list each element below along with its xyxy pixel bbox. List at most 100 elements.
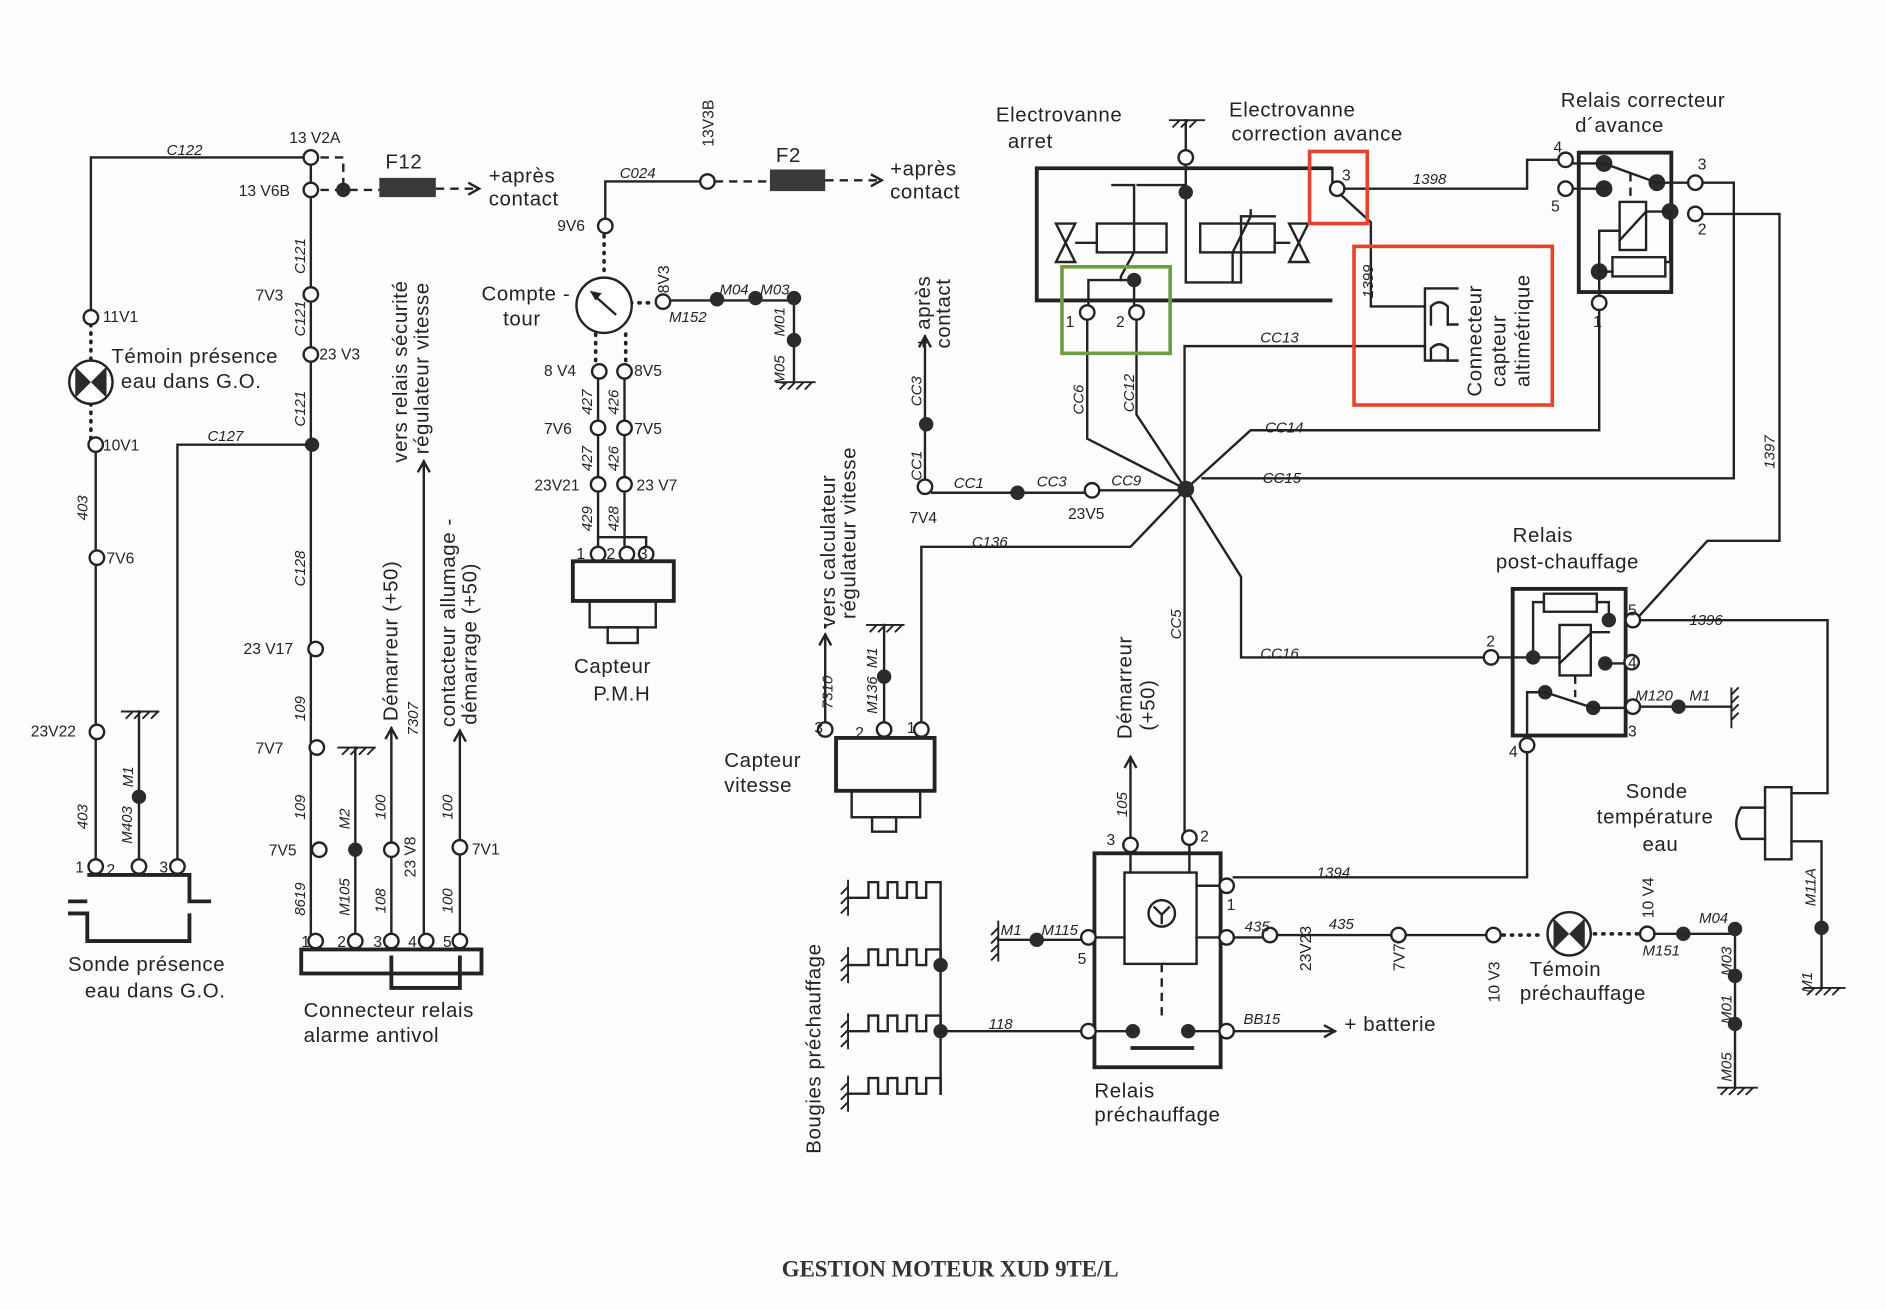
- after-ignition-label: contact: [933, 278, 955, 348]
- pin-number: 3: [639, 546, 648, 563]
- pin-number: 2: [107, 862, 116, 879]
- connector-label: 7V5: [269, 843, 297, 860]
- pin-number: 2: [1486, 634, 1495, 651]
- wire-label: C024: [620, 165, 656, 182]
- pin-number: 1: [75, 860, 84, 877]
- pin-number: 1: [1066, 314, 1075, 331]
- connector-label: 10 V3: [1486, 962, 1503, 1003]
- solenoid-valves-block: [1034, 118, 1346, 321]
- tdc-sensor-label: P.M.H: [593, 684, 650, 706]
- preheating-relay: [840, 757, 1758, 1112]
- wire-label: 8619: [292, 882, 309, 916]
- coolant-sensor-label: eau: [1642, 834, 1678, 856]
- highlight-pin3-electrovanne: [1307, 149, 1370, 226]
- connector-label: 23 V7: [637, 477, 678, 494]
- wire-label: 427: [579, 389, 596, 415]
- wire-label: M403: [119, 805, 136, 843]
- wire-label: CC16: [1260, 646, 1299, 663]
- pin-number: 5: [1078, 951, 1087, 968]
- to-safety-relay-label: vers relais sécurité: [390, 280, 412, 462]
- wire-label: M115: [1042, 922, 1079, 939]
- advance-relay-label: Relais correcteur: [1561, 90, 1726, 112]
- wire-label: CC3: [908, 376, 925, 407]
- wire-label: 7307: [405, 701, 422, 735]
- preheat-relay-label: préchauffage: [1094, 1104, 1220, 1126]
- wire-label: 1397: [1762, 435, 1779, 469]
- wire-label: CC15: [1263, 470, 1302, 487]
- water-warning-lamp-icon: [68, 359, 114, 406]
- pin-number: 2: [606, 546, 615, 563]
- coolant-sensor-label: Sonde: [1626, 781, 1688, 803]
- pin-number: 5: [443, 934, 452, 951]
- wire-label: M152: [669, 309, 707, 326]
- fuse-f12-label: F12: [385, 151, 422, 173]
- pin-number: 2: [1200, 828, 1209, 845]
- fuse-f2: [769, 169, 826, 192]
- connector-label: 9V6: [557, 218, 585, 235]
- post-heating-relay: [1232, 586, 1846, 996]
- connector-label: 13 V6B: [239, 183, 290, 200]
- connector-label: 8V3: [656, 265, 673, 293]
- connector-label: 7V4: [909, 510, 937, 527]
- connector-label: 23 V8: [402, 837, 419, 878]
- speed-sensor: [816, 623, 937, 833]
- wire-label: 428: [606, 506, 623, 532]
- post-heating-relay-label: post-chauffage: [1496, 551, 1639, 573]
- tachometer-circuit: [570, 169, 882, 645]
- wire-label: 435: [1329, 916, 1355, 933]
- ignition-switch-label: démarrage (+50): [460, 563, 482, 725]
- wire-label: CC3: [1037, 474, 1068, 491]
- connector-label: 8 V4: [544, 363, 576, 380]
- tdc-sensor-label: Capteur: [574, 656, 651, 678]
- connector-label: 7V7: [256, 741, 284, 758]
- connector-label: 7V6: [544, 421, 572, 438]
- advance-corrector-relay: [1184, 150, 1781, 620]
- connector-label: 7V5: [634, 421, 662, 438]
- wire-label: M151: [1642, 942, 1680, 959]
- connector-label: 23V23: [1298, 926, 1315, 971]
- wire-label: CC9: [1111, 473, 1142, 490]
- connector-label: 23V5: [1068, 506, 1105, 523]
- pin-number: 1: [301, 934, 310, 951]
- pin-number: 2: [1698, 221, 1707, 238]
- wire-label: CC13: [1260, 330, 1299, 347]
- central-splice: [916, 318, 1486, 839]
- wire-label: 108: [372, 888, 389, 914]
- pin-number: 3: [1342, 167, 1351, 184]
- wire-label: CC5: [1168, 609, 1185, 640]
- connector-label: 23V22: [31, 724, 76, 741]
- coolant-sensor-label: température: [1597, 806, 1714, 828]
- after-ignition-label: contact: [489, 189, 559, 211]
- wire-label: M05: [1718, 1052, 1735, 1082]
- connector-label: 23 V3: [319, 346, 360, 363]
- advance-valve-label: Electrovanne: [1229, 100, 1355, 122]
- wire-label: CC1: [908, 451, 925, 481]
- wire-label: 426: [606, 389, 623, 415]
- connector-label: 11V1: [103, 309, 138, 326]
- connector-label: 7V7: [1392, 943, 1409, 971]
- pin-number: 1: [1593, 314, 1602, 331]
- pin-number: 2: [855, 725, 864, 742]
- connector-label: 23 V17: [244, 641, 293, 658]
- wire-label: C128: [292, 550, 309, 587]
- wire-label: M01: [771, 307, 788, 336]
- wire-label: 100: [440, 888, 457, 914]
- pin-number: 5: [1628, 602, 1637, 619]
- advance-relay-label: d´avance: [1575, 115, 1664, 137]
- battery-label: + batterie: [1344, 1014, 1436, 1036]
- tdc-sensor-body: [570, 559, 676, 645]
- water-sensor-label: Sonde présence: [68, 954, 225, 976]
- stop-valve-label: arret: [1008, 131, 1053, 153]
- pin-number: 2: [1116, 314, 1125, 331]
- connector-label: 7V6: [107, 551, 135, 568]
- pin-number: 2: [337, 934, 346, 951]
- pin-number: 3: [1628, 724, 1637, 741]
- wire-label: 118: [989, 1016, 1014, 1033]
- wire-label: 100: [440, 794, 457, 820]
- wire-label: 1399: [1360, 264, 1377, 298]
- pin-number: 3: [159, 860, 168, 877]
- advance-valve-label: correction avance: [1231, 124, 1402, 146]
- pin-number: 1: [1227, 897, 1236, 914]
- wire-label: 1394: [1317, 864, 1350, 881]
- water-lamp-label: eau dans G.O.: [121, 371, 262, 393]
